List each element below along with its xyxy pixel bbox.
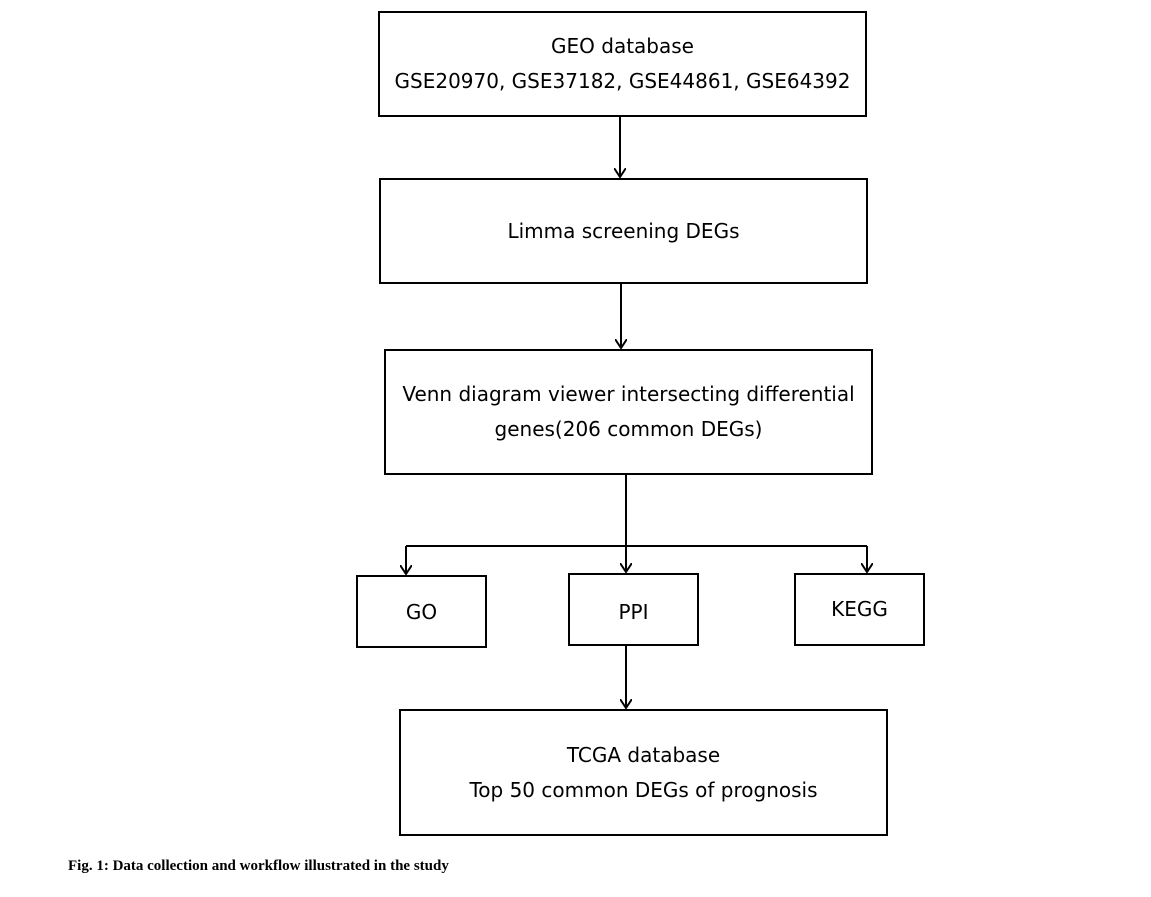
venn-diagram-box: Venn diagram viewer intersecting differe… bbox=[384, 349, 873, 475]
geo-box-datasets: GSE20970, GSE37182, GSE44861, GSE64392 bbox=[394, 69, 851, 93]
tcga-database-box: TCGA database Top 50 common DEGs of prog… bbox=[399, 709, 888, 836]
venn-box-line1: Venn diagram viewer intersecting differe… bbox=[402, 382, 855, 406]
geo-box-title: GEO database bbox=[551, 34, 694, 58]
go-box-label: GO bbox=[405, 600, 438, 624]
venn-box-line2: genes(206 common DEGs) bbox=[494, 417, 763, 441]
figure-caption: Fig. 1: Data collection and workflow ill… bbox=[68, 858, 449, 874]
go-box: GO bbox=[356, 575, 487, 648]
limma-screening-box: Limma screening DEGs bbox=[379, 178, 868, 284]
ppi-box-label: PPI bbox=[618, 600, 649, 624]
tcga-box-title: TCGA database bbox=[566, 742, 721, 767]
ppi-box: PPI bbox=[568, 573, 699, 646]
limma-box-label: Limma screening DEGs bbox=[507, 218, 740, 243]
tcga-box-subtitle: Top 50 common DEGs of prognosis bbox=[469, 777, 818, 802]
kegg-box-label: KEGG bbox=[831, 597, 888, 621]
geo-database-box: GEO database GSE20970, GSE37182, GSE4486… bbox=[378, 11, 867, 117]
kegg-box: KEGG bbox=[794, 573, 925, 646]
